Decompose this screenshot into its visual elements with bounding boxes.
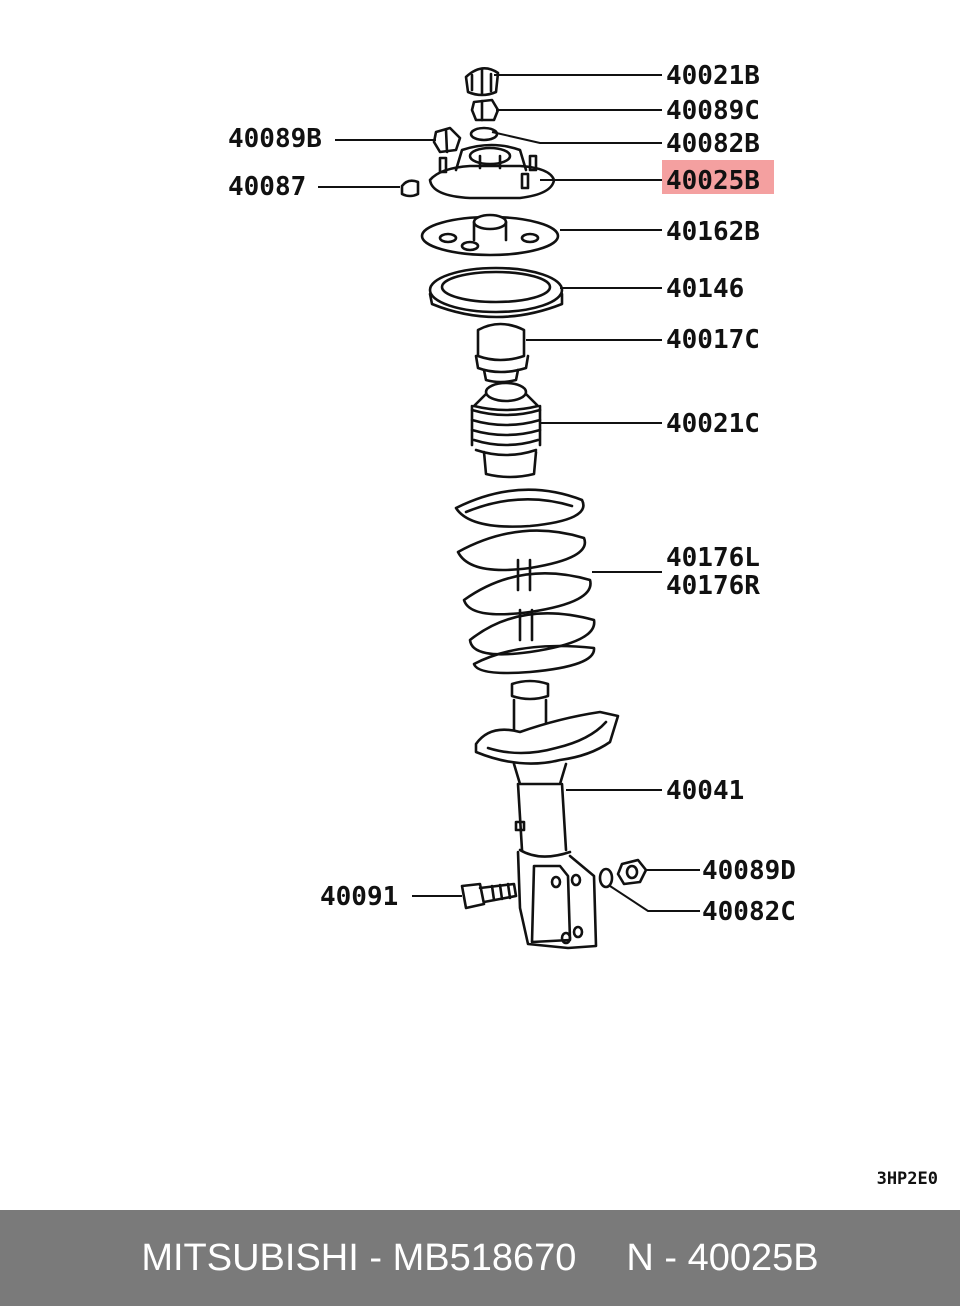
footer-space (382, 1237, 393, 1280)
highlight-box (662, 160, 774, 194)
footer-separator-1: - (369, 1236, 383, 1279)
label-40089D[interactable]: 40089D (702, 856, 796, 886)
label-40146[interactable]: 40146 (666, 274, 744, 304)
label-40089C[interactable]: 40089C (666, 96, 760, 126)
part-40087-cap (400, 179, 420, 198)
footer-ref-prefix: N (626, 1236, 654, 1279)
footer-part-number: MB518670 (392, 1236, 577, 1279)
part-40041-strut (474, 679, 620, 950)
part-40025B-strut-mount (428, 143, 556, 200)
footer-space-3 (677, 1237, 688, 1280)
part-40176-coil-spring (454, 488, 596, 675)
label-40176R[interactable]: 40176R (666, 571, 760, 601)
label-40087[interactable]: 40087 (228, 172, 306, 202)
footer-separator-2: - (664, 1236, 678, 1279)
footer-brand: MITSUBISHI (141, 1236, 359, 1279)
part-40162B-spring-seat (420, 213, 560, 257)
label-40017C[interactable]: 40017C (666, 325, 760, 355)
part-40089B-nut (432, 126, 462, 154)
part-40089D-nut (616, 858, 648, 886)
part-labels: 40021B 40089C 40089B 40082B 40087 40025B… (228, 61, 796, 927)
label-40082C[interactable]: 40082C (702, 897, 796, 927)
label-40162B[interactable]: 40162B (666, 217, 760, 247)
label-40041[interactable]: 40041 (666, 776, 744, 806)
leader-lines (318, 74, 700, 912)
part-40082C-washer (598, 867, 614, 889)
label-40089B[interactable]: 40089B (228, 124, 322, 154)
part-40146-rubber-seat (428, 266, 564, 319)
footer-space-2 (654, 1237, 665, 1280)
part-40091-bolt (460, 882, 518, 910)
part-40021C-dust-boot (470, 381, 542, 479)
label-40025B[interactable]: 40025B (666, 166, 760, 196)
footer-bar: MITSUBISHI - MB518670 N - 40025B (0, 1210, 960, 1306)
part-40089C-nut (470, 98, 500, 122)
part-40017C-bump-stop (474, 322, 530, 384)
label-40082B[interactable]: 40082B (666, 129, 760, 159)
strut-exploded-diagram: 40021B 40089C 40089B 40082B 40087 40025B… (228, 61, 938, 1189)
label-40091[interactable]: 40091 (320, 882, 398, 912)
label-40021B[interactable]: 40021B (666, 61, 760, 91)
footer-ref-number: 40025B (687, 1236, 819, 1279)
label-40021C[interactable]: 40021C (666, 409, 760, 439)
part-40082B-washer (469, 126, 499, 142)
footer-separator (359, 1237, 370, 1280)
drawing-code: 3HP2E0 (877, 1169, 938, 1189)
part-40021B-cap (464, 67, 500, 97)
label-40176L[interactable]: 40176L (666, 543, 760, 573)
